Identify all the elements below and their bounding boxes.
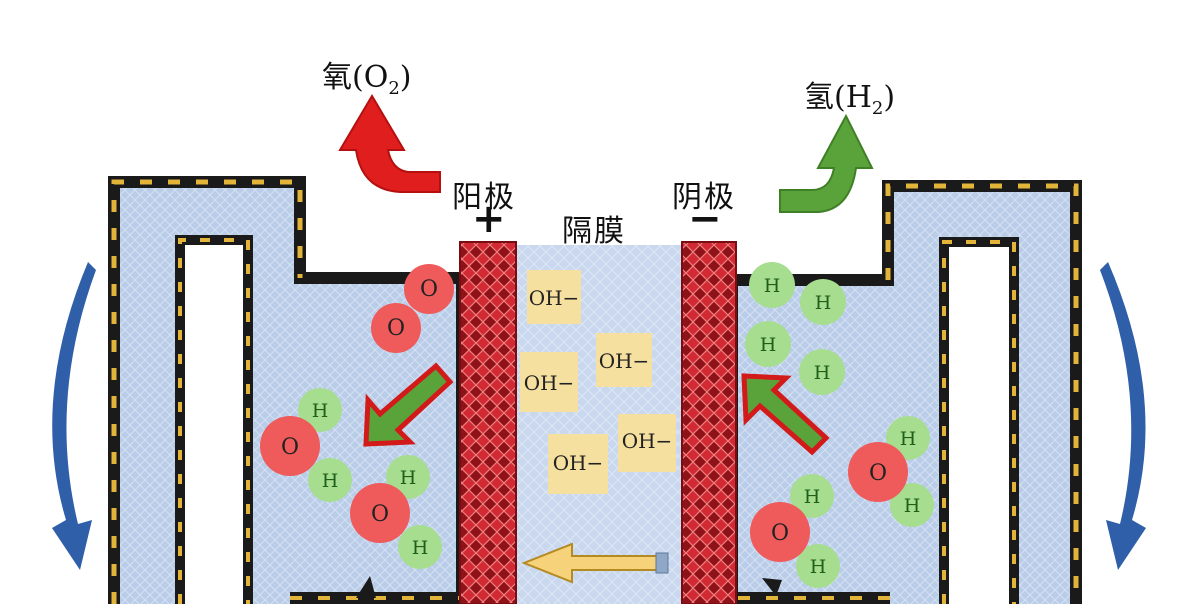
water-molecule: H H O: [750, 474, 840, 588]
left-circulation-arrow: [52, 262, 96, 570]
anode-label: 阳极: [452, 180, 516, 215]
ion-label: OH−: [524, 371, 575, 395]
cathode-label: 阴极: [672, 180, 736, 215]
ion-box: OH−: [548, 434, 608, 494]
left-return-channel: [175, 235, 253, 604]
ion-label: OH−: [599, 349, 650, 373]
svg-text:H: H: [900, 428, 917, 450]
svg-text:O: O: [771, 521, 789, 546]
oxygen-exit-arrow: [338, 94, 441, 193]
hydrogen-molecule: H H: [749, 262, 846, 325]
water-molecule: H H O: [260, 388, 352, 502]
svg-text:O: O: [387, 316, 405, 341]
right-circulation-arrow: [1100, 262, 1146, 570]
ion-label: OH−: [553, 451, 604, 475]
left-tank-frame-dashes: [111, 179, 303, 604]
ion-label: OH−: [529, 286, 580, 310]
svg-text:H: H: [412, 537, 429, 559]
svg-text:H: H: [312, 400, 329, 422]
svg-text:O: O: [869, 461, 887, 486]
hydrogen-molecule: H H: [745, 321, 845, 395]
svg-text:O: O: [371, 502, 389, 527]
svg-text:H: H: [804, 486, 821, 508]
svg-text:H: H: [814, 362, 831, 384]
ion-box: OH−: [520, 352, 578, 412]
water-molecule: H H O: [350, 455, 442, 569]
ion-box: OH−: [596, 333, 652, 387]
separator-label: 隔膜: [562, 214, 626, 249]
right-flow-arrow: [741, 373, 830, 456]
left-flow-arrow: [363, 362, 454, 447]
svg-text:H: H: [322, 470, 339, 492]
svg-text:H: H: [760, 334, 777, 356]
right-return-channel: [939, 237, 1019, 604]
ion-box: OH−: [527, 270, 581, 324]
hydrogen-exit-arrow: [779, 113, 874, 213]
right-pointer-arrow: [762, 578, 782, 596]
anode-electrode: [459, 241, 517, 605]
svg-text:O: O: [281, 435, 299, 460]
svg-text:H: H: [815, 292, 832, 314]
hydrogen-label: 氢(H2): [804, 80, 896, 119]
svg-text:H: H: [810, 556, 827, 578]
left-pointer-arrow: [356, 576, 376, 598]
plus-sign: +: [472, 196, 506, 242]
minus-sign: −: [688, 196, 722, 242]
oxygen-label: 氧(O2): [322, 60, 412, 99]
svg-text:H: H: [764, 275, 781, 297]
svg-text:O: O: [420, 277, 438, 302]
oxygen-molecule: O O: [371, 264, 454, 353]
svg-text:H: H: [904, 495, 921, 517]
ion-box: OH−: [618, 414, 676, 472]
ion-label: OH−: [622, 429, 673, 453]
water-molecule: H H O: [848, 416, 934, 527]
svg-text:H: H: [400, 467, 417, 489]
ion-flow-arrow: [521, 542, 663, 584]
cathode-electrode: [681, 241, 737, 605]
